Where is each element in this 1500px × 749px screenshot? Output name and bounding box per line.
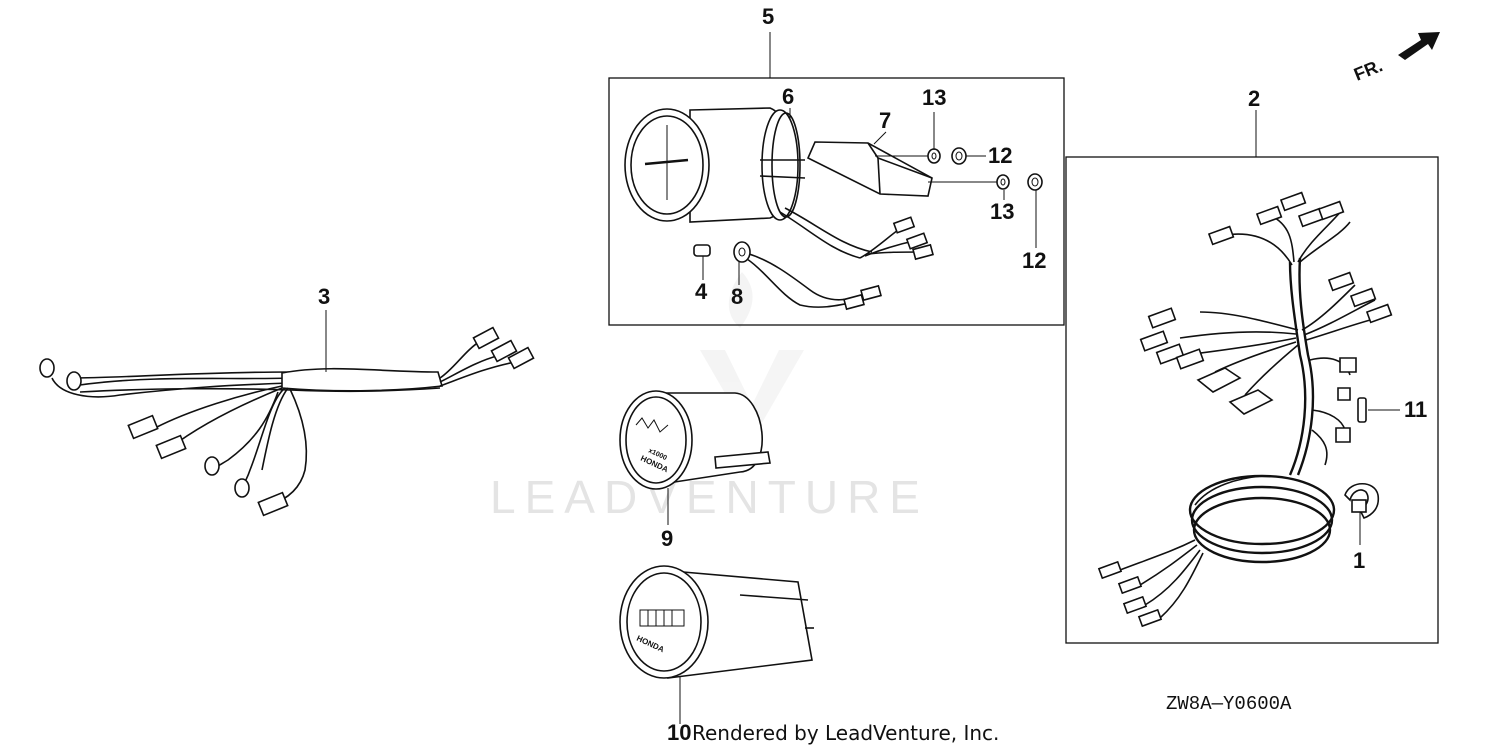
callout-6: 6 [782, 84, 794, 109]
assembly-box-2 [1065, 156, 1439, 644]
direction-label: FR. [1351, 55, 1385, 84]
bulb-4 [693, 244, 711, 257]
watermark-logo [700, 272, 804, 440]
tachometer-6 [624, 107, 806, 223]
callout-1: 1 [1353, 548, 1365, 573]
wire-harness-3 [39, 326, 535, 517]
leader-lines [325, 32, 1400, 724]
nut-12-top [951, 147, 967, 165]
gauge-9: x1000 HONDA [619, 390, 771, 490]
callout-13-bottom: 13 [990, 199, 1014, 224]
assembly-box-5 [608, 77, 1065, 326]
front-direction-indicator: FR. [1351, 32, 1440, 85]
watermark: LEADVENTURE [490, 272, 929, 523]
callout-7: 7 [879, 108, 891, 133]
callout-8: 8 [731, 284, 743, 309]
gauge-10: HONDA [619, 565, 814, 679]
bracket-7 [806, 141, 998, 197]
callout-13-top: 13 [922, 85, 946, 110]
socket-8 [733, 241, 751, 263]
gauge-leads [743, 207, 934, 311]
watermark-text: LEADVENTURE [490, 471, 929, 523]
callout-numbers: 5 6 7 13 12 13 12 4 8 3 2 11 1 9 10 [318, 4, 1427, 745]
callout-4: 4 [695, 279, 708, 304]
render-credit: Rendered by LeadVenture, Inc. [692, 721, 999, 745]
clamp-1 [1344, 482, 1380, 520]
callout-10: 10 [667, 720, 691, 745]
callout-12-top: 12 [988, 143, 1012, 168]
washer-13-top [927, 148, 941, 164]
fuse-11 [1357, 397, 1367, 423]
callout-9: 9 [661, 526, 673, 551]
main-harness-2 [1097, 191, 1393, 628]
callout-12-bottom: 12 [1022, 248, 1046, 273]
callout-2: 2 [1248, 86, 1260, 111]
nut-12-bottom [1027, 173, 1043, 191]
callout-5: 5 [762, 4, 774, 29]
arrow-icon [1398, 32, 1440, 60]
callout-3: 3 [318, 284, 330, 309]
callout-11: 11 [1404, 397, 1427, 422]
washer-13-bottom [996, 174, 1010, 190]
drawing-code: ZW8A—Y0600A [1166, 693, 1292, 715]
